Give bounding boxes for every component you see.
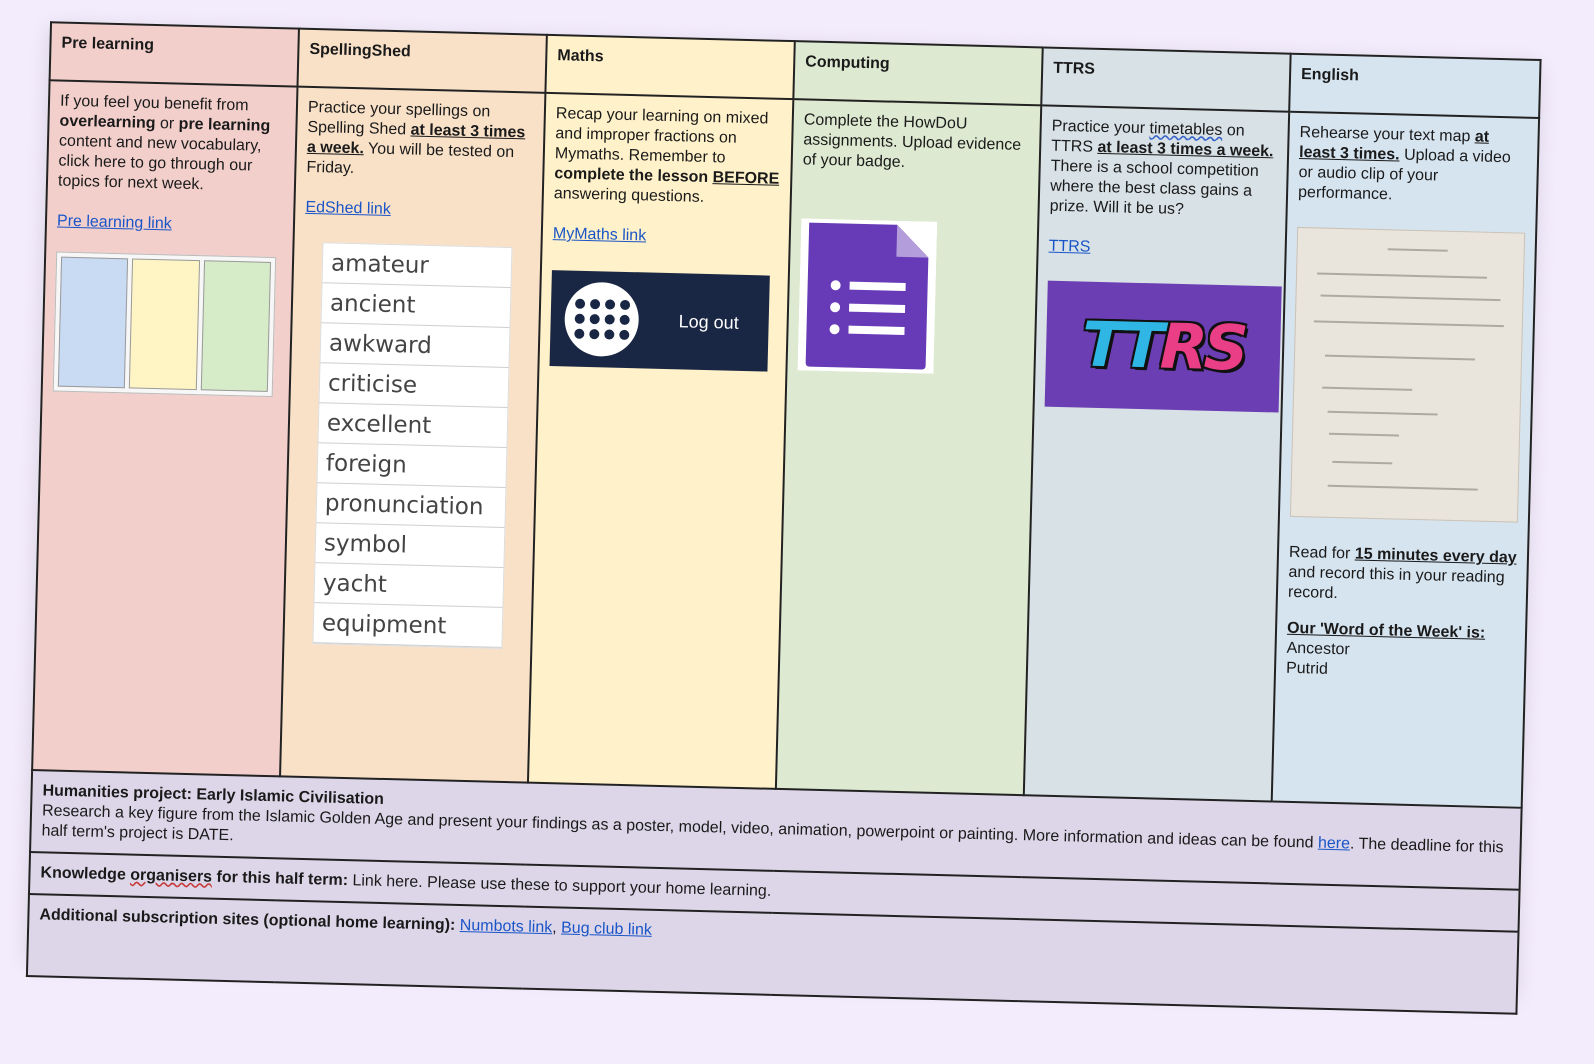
numbots-link[interactable]: Numbots link: [459, 916, 553, 937]
pre-learning-link[interactable]: Pre learning link: [56, 212, 172, 233]
col-header-maths: Maths: [545, 34, 795, 100]
content-row: If you feel you benefit from overlearnin…: [32, 80, 1540, 808]
spellcheck-run: organisers: [130, 866, 213, 886]
ttrs-logo-text: TTRS: [1081, 306, 1245, 388]
pre-learning-cell: If you feel you benefit from overlearnin…: [32, 80, 298, 777]
bold-run: at least 3 times a week.: [1097, 138, 1274, 161]
text-run: Practice your: [1051, 117, 1150, 138]
bold-run: pre learning: [178, 115, 271, 135]
bug-club-link[interactable]: Bug club link: [560, 919, 653, 939]
spelling-word-list: amateur ancient awkward criticise excell…: [312, 242, 513, 649]
maths-text: Recap your learning on mixed and imprope…: [554, 104, 782, 210]
spelling-word: pronunciation: [316, 483, 506, 528]
spelling-text: Practice your spellings on Spelling Shed…: [306, 98, 534, 184]
spellingshed-cell: Practice your spellings on Spelling Shed…: [280, 86, 546, 783]
humanities-here-link[interactable]: here: [1317, 834, 1351, 853]
mymaths-logout-button[interactable]: Log out: [549, 270, 770, 372]
pre-learning-text: If you feel you benefit from overlearnin…: [58, 92, 286, 198]
google-forms-icon[interactable]: [797, 218, 938, 374]
bold-run: for this half term:: [211, 868, 349, 890]
text-run: content and new vocabulary, click here t…: [57, 132, 262, 194]
bold-run: overlearning: [59, 112, 156, 132]
ttrs-link[interactable]: TTRS: [1048, 237, 1091, 256]
spelling-word: ancient: [321, 283, 511, 329]
text-run: Recap your learning on mixed and imprope…: [554, 105, 769, 167]
separator: ,: [552, 919, 562, 937]
maths-cell: Recap your learning on mixed and imprope…: [527, 92, 794, 789]
spelling-word: yacht: [314, 563, 504, 608]
underline-run: BEFORE: [712, 169, 780, 188]
spellcheck-run: timetables: [1149, 120, 1223, 139]
text-map-photo: [1289, 226, 1526, 523]
ttrs-logo-icon[interactable]: TTRS: [1044, 280, 1282, 413]
spelling-word: foreign: [317, 443, 507, 488]
col-header-spellingshed: SpellingShed: [297, 28, 547, 93]
text-run: There is a school competition where the …: [1049, 157, 1259, 219]
spelling-word: equipment: [313, 603, 503, 648]
thumbnail-panel: [129, 258, 200, 391]
text-run: Link here. Please use these to support y…: [347, 872, 772, 900]
spelling-word: excellent: [318, 403, 508, 448]
text-run: or: [155, 115, 179, 133]
mymaths-grid-icon: [563, 281, 640, 358]
col-header-pre-learning: Pre learning: [49, 22, 299, 87]
spelling-word: amateur: [322, 243, 512, 289]
logout-label: Log out: [678, 311, 739, 333]
spelling-word: symbol: [315, 523, 505, 568]
ttrs-cell: Practice your timetables on TTRS at leas…: [1023, 105, 1290, 802]
additional-heading: Additional subscription sites (optional …: [39, 906, 456, 934]
spelling-word: criticise: [319, 363, 509, 408]
topics-thumbnail-image[interactable]: [52, 251, 277, 398]
computing-cell: Complete the HowDoU assignments. Upload …: [775, 99, 1042, 796]
home-learning-sheet: Pre learning SpellingShed Maths Computin…: [26, 21, 1541, 1014]
reading-text: Read for 15 minutes every day and record…: [1288, 543, 1517, 609]
thumbnail-panel: [57, 256, 129, 389]
computing-text: Complete the HowDoU assignments. Upload …: [802, 111, 1022, 171]
col-header-computing: Computing: [793, 41, 1043, 106]
col-header-english: English: [1289, 53, 1541, 119]
text-run: Rehearse your text map: [1299, 123, 1476, 146]
text-run: If you feel you benefit from: [59, 92, 249, 115]
thumbnail-panel: [200, 260, 272, 392]
home-learning-grid: Pre learning SpellingShed Maths Computin…: [26, 21, 1542, 1014]
logo-part: RS: [1159, 309, 1246, 385]
english-text: Rehearse your text map at least 3 times.…: [1298, 123, 1528, 209]
bold-run: 15 minutes every day: [1354, 545, 1517, 567]
logo-part: TT: [1081, 307, 1161, 383]
ttrs-text: Practice your timetables on TTRS at leas…: [1049, 117, 1277, 223]
bold-run: Knowledge: [40, 864, 131, 884]
mymaths-link[interactable]: MyMaths link: [552, 225, 647, 245]
col-header-ttrs: TTRS: [1041, 47, 1291, 112]
edshed-link[interactable]: EdShed link: [305, 198, 392, 218]
text-run: answering questions.: [553, 185, 705, 206]
bold-run: complete the lesson: [554, 165, 713, 187]
spelling-word: awkward: [320, 323, 510, 369]
english-cell: Rehearse your text map at least 3 times.…: [1271, 111, 1540, 808]
text-run: Read for: [1288, 543, 1356, 563]
text-run: and record this in your reading record.: [1287, 563, 1505, 603]
